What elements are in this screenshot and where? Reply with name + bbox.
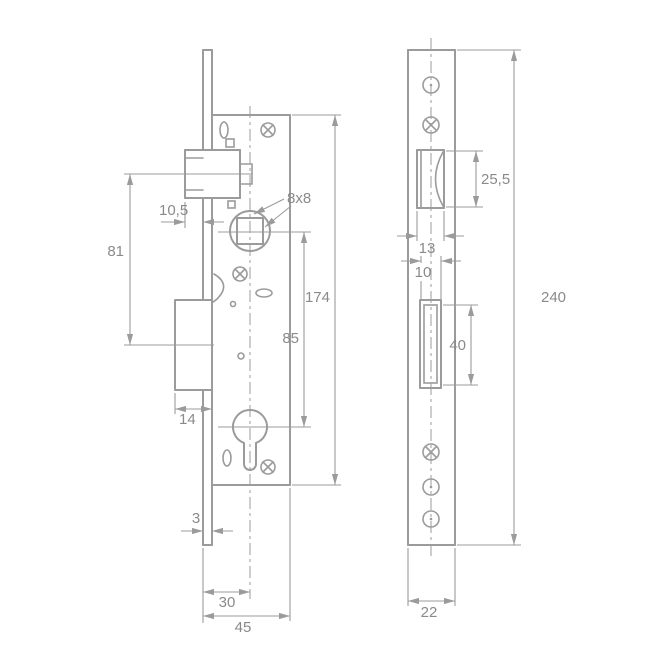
- dim-backset: 30: [202, 548, 250, 623]
- dim-spindle-square: 8x8: [253, 190, 311, 228]
- dim-label-case-height: 174: [305, 289, 330, 306]
- faceplate-edge: [202, 49, 213, 546]
- dim-label-latch-protrusion: 10,5: [159, 202, 188, 219]
- spindle-follower: [229, 210, 271, 252]
- lock-case: [211, 114, 291, 486]
- dim-label-faceplate-thickness: 3: [192, 510, 200, 527]
- cylinder-cutout: [419, 299, 442, 389]
- dim-case-height: 174: [292, 114, 341, 486]
- dim-faceplate-length: 240: [457, 49, 566, 546]
- screw-hole-bottom: [260, 459, 276, 475]
- screw-hole-middle: [232, 266, 248, 282]
- dim-faceplate-thickness: 3: [181, 510, 233, 535]
- centerlines: [124, 106, 311, 599]
- dim-label-deadbolt-width: 14: [179, 411, 196, 428]
- side-view: 10,5 81 8x8 85 174 14: [107, 49, 341, 636]
- dim-label-latch-cutout-height: 25,5: [481, 171, 510, 188]
- screw-hole-top: [260, 122, 276, 138]
- hole-bottom-1: [422, 478, 440, 496]
- dim-label-axis-distance: 81: [107, 243, 124, 260]
- latch-bolt: [184, 149, 253, 199]
- dim-lower-cutout-height: 40: [443, 304, 478, 386]
- dim-faceplate-width: 22: [407, 548, 456, 621]
- dim-label-spindle-square: 8x8: [287, 190, 311, 207]
- dim-label-backset: 30: [219, 594, 236, 611]
- hole-top: [422, 76, 440, 94]
- fixing-slot-bottom: [222, 449, 232, 467]
- dim-label-case-depth: 45: [235, 619, 252, 636]
- dim-deadbolt-width: 14: [174, 393, 213, 428]
- fixing-slot-top: [219, 121, 229, 139]
- dim-label-lower-cutout-height: 40: [449, 337, 466, 354]
- small-parts: [212, 138, 273, 360]
- dim-latch-protrusion: 10,5: [159, 202, 224, 228]
- latch-cutout: [416, 149, 445, 209]
- dim-latch-cutout-height: 25,5: [446, 150, 510, 208]
- front-view: 25,5 13 10 40 240: [397, 38, 566, 621]
- hole-bottom-2: [422, 510, 440, 528]
- dim-label-faceplate-width: 22: [421, 604, 438, 621]
- dim-axis-distance: 81: [107, 174, 134, 345]
- dim-case-depth: 45: [203, 488, 291, 636]
- dim-label-latch-cutout-width: 13: [419, 240, 436, 257]
- euro-cylinder-hole: [232, 408, 268, 471]
- dim-latch-cutout-width: 13: [397, 211, 464, 257]
- faceplate-front: [407, 49, 456, 546]
- screw-hole-top-front: [422, 116, 440, 134]
- dim-spindle-to-cylinder: 85: [282, 232, 308, 427]
- dim-label-faceplate-length: 240: [541, 289, 566, 306]
- dim-label-lower-cutout-width: 10: [415, 264, 432, 281]
- dim-lower-cutout-width: 10: [401, 256, 461, 300]
- deadbolt-block: [174, 299, 213, 391]
- dim-label-spindle-to-cylinder: 85: [282, 330, 299, 347]
- screw-hole-bottom-front: [422, 443, 440, 461]
